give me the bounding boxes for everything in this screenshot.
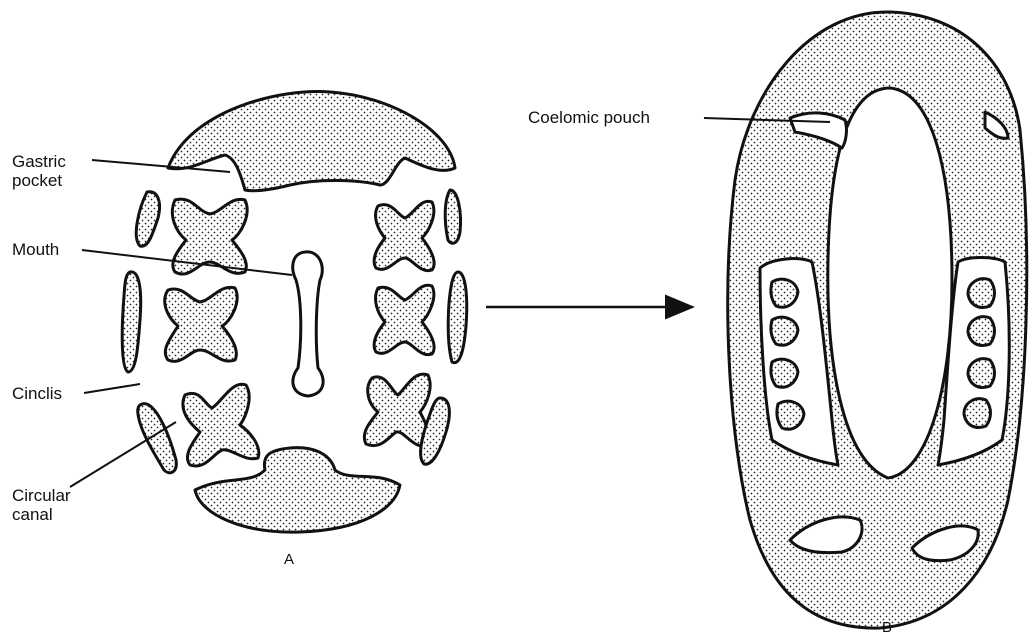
label-gastric-pocket: Gastric pocket xyxy=(12,152,66,190)
label-coelomic-pouch: Coelomic pouch xyxy=(528,108,650,127)
coelom-left-lobe-4 xyxy=(777,401,804,429)
canal-left-2 xyxy=(122,272,140,372)
pouch-right-2 xyxy=(374,285,434,354)
mouth-slit xyxy=(293,252,323,396)
pouch-left-3 xyxy=(183,384,259,466)
pouch-right-3 xyxy=(364,374,430,446)
label-cinclis: Cinclis xyxy=(12,384,62,403)
pouch-left-2 xyxy=(165,287,237,361)
coelom-left-lobe-2 xyxy=(771,317,798,345)
label-circular-canal: Circular canal xyxy=(12,486,71,524)
pouch-right-1 xyxy=(374,201,434,270)
canal-left-1 xyxy=(136,192,159,246)
coelom-right-lobe-3 xyxy=(968,359,995,388)
canal-right-2 xyxy=(448,272,467,363)
canal-left-3 xyxy=(138,404,177,473)
coelom-right-lobe-4 xyxy=(964,399,991,428)
caption-b: B xyxy=(882,619,892,636)
label-gastric-pocket-line2: pocket xyxy=(12,171,66,190)
coelom-left-lobe-3 xyxy=(771,359,798,387)
label-mouth: Mouth xyxy=(12,240,59,259)
canal-right-3 xyxy=(421,398,450,464)
canal-right-1 xyxy=(445,190,460,243)
caption-a: A xyxy=(284,551,294,568)
label-circular-canal-line1: Circular xyxy=(12,486,71,505)
coelom-right-lobe-1 xyxy=(968,279,995,308)
gastric-pocket-top xyxy=(168,92,455,191)
stage-b-figure xyxy=(728,12,1027,628)
stage-a-figure xyxy=(122,92,467,533)
leader-cinclis xyxy=(84,384,140,393)
gastric-pocket-bottom xyxy=(195,448,400,533)
coelom-right-lobe-2 xyxy=(968,317,995,346)
label-circular-canal-line2: canal xyxy=(12,505,71,524)
coelom-left-lobe-1 xyxy=(771,279,798,307)
label-gastric-pocket-line1: Gastric xyxy=(12,152,66,171)
